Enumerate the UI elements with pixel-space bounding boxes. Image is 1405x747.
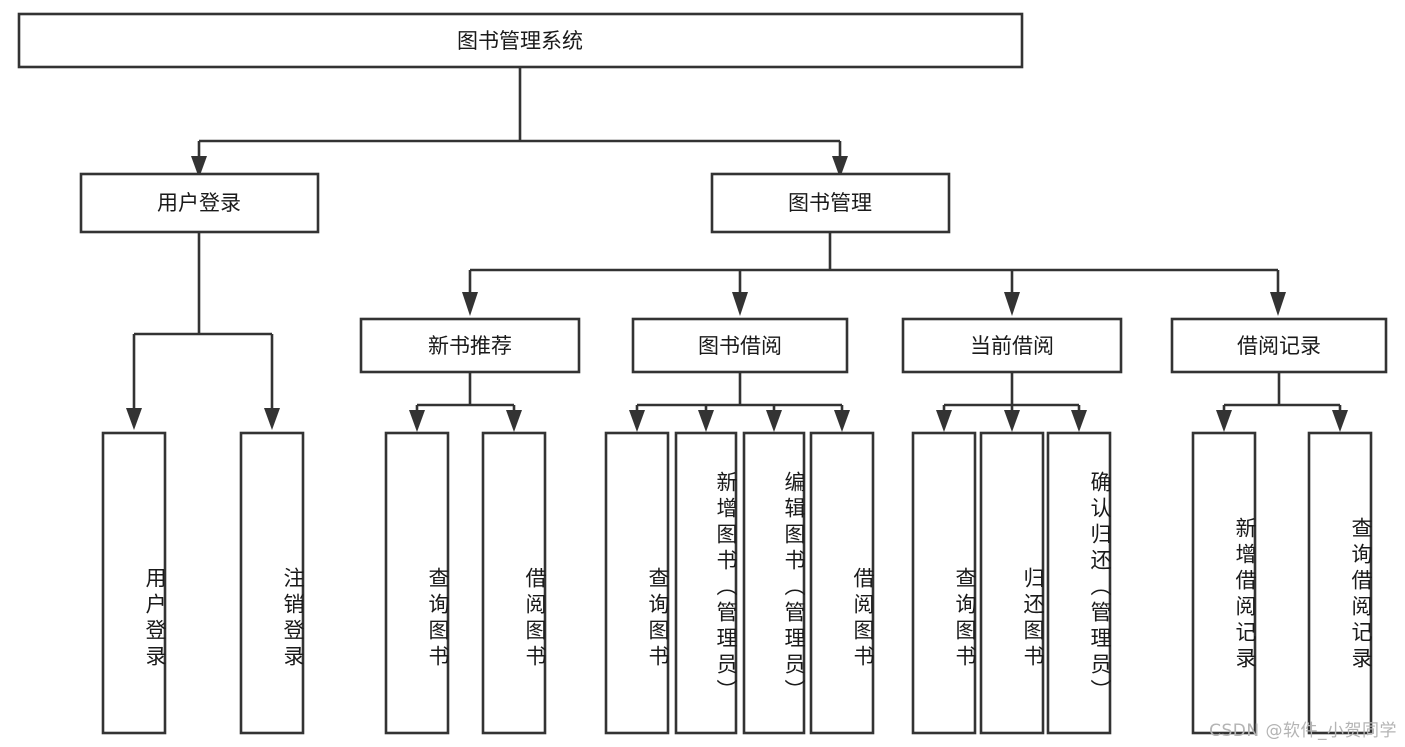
node-current-borrow[interactable]: 当前借阅 bbox=[901, 317, 1123, 374]
arrow-head-icon bbox=[1270, 292, 1286, 316]
level2-node-box[interactable] bbox=[901, 317, 1123, 374]
arrow-head-icon bbox=[409, 410, 425, 432]
arrow-head-icon bbox=[834, 410, 850, 432]
arrow-head-icon bbox=[126, 408, 142, 430]
node-user-login[interactable]: 用户登录 bbox=[79, 172, 320, 234]
csdn-watermark: CSDN @软件_小贺同学 bbox=[1209, 721, 1397, 741]
level2-node-label: 图书借阅 bbox=[698, 334, 782, 358]
arrow-head-icon bbox=[936, 410, 952, 432]
node-new-book-recommend[interactable]: 新书推荐 bbox=[359, 317, 581, 374]
node-borrow-record[interactable]: 借阅记录 bbox=[1170, 317, 1388, 374]
level2-node-label: 当前借阅 bbox=[970, 334, 1054, 358]
level2-node-label: 新书推荐 bbox=[428, 334, 512, 358]
arrow-head-icon bbox=[832, 156, 848, 178]
arrow-head-icon bbox=[732, 292, 748, 316]
level1-node-box[interactable] bbox=[710, 172, 951, 234]
connector-new-book-recommend-to-leaves bbox=[409, 372, 522, 432]
node-book-borrow[interactable]: 图书借阅 bbox=[631, 317, 849, 374]
arrow-head-icon bbox=[1332, 410, 1348, 432]
arrow-head-icon bbox=[629, 410, 645, 432]
arrow-head-icon bbox=[264, 408, 280, 430]
level2-node-label: 借阅记录 bbox=[1237, 334, 1321, 358]
root-node-label: 图书管理系统 bbox=[457, 29, 583, 53]
root-node-box[interactable] bbox=[17, 12, 1024, 69]
leaf-node-box-return-book[interactable] bbox=[979, 431, 1045, 735]
arrow-head-icon bbox=[462, 292, 478, 316]
level1-node-label: 用户登录 bbox=[157, 191, 241, 215]
leaf-node-box-edit-book[interactable] bbox=[742, 431, 806, 735]
level1-node-label: 图书管理 bbox=[788, 191, 872, 215]
arrow-head-icon bbox=[1216, 410, 1232, 432]
arrow-head-icon bbox=[1071, 410, 1087, 432]
leaf-node-box-borrow-book-1[interactable] bbox=[481, 431, 547, 735]
connector-root-to-level1 bbox=[191, 67, 848, 178]
arrow-head-icon bbox=[698, 410, 714, 432]
arrow-head-icon bbox=[1004, 410, 1020, 432]
arrow-head-icon bbox=[766, 410, 782, 432]
level2-node-box[interactable] bbox=[359, 317, 581, 374]
node-book-management[interactable]: 图书管理 bbox=[710, 172, 951, 234]
leaf-node-box-confirm-return[interactable] bbox=[1046, 431, 1112, 735]
connector-book-borrow-to-leaves bbox=[629, 372, 850, 432]
arrow-head-icon bbox=[191, 156, 207, 178]
leaf-node-box-user-login[interactable] bbox=[101, 431, 167, 735]
leaf-node-box-query-book-3[interactable] bbox=[911, 431, 977, 735]
leaf-node-box-query-book-1[interactable] bbox=[384, 431, 450, 735]
node-root-book-management-system[interactable]: 图书管理系统 bbox=[17, 12, 1024, 69]
leaf-node-box-add-record[interactable] bbox=[1191, 431, 1257, 735]
connector-book-management-to-level2 bbox=[462, 232, 1286, 316]
leaf-node-box-query-record[interactable] bbox=[1307, 431, 1373, 735]
arrow-head-icon bbox=[506, 410, 522, 432]
connector-current-borrow-to-leaves bbox=[936, 372, 1087, 432]
leaf-node-box-add-book[interactable] bbox=[674, 431, 738, 735]
level1-node-box[interactable] bbox=[79, 172, 320, 234]
level2-node-box[interactable] bbox=[1170, 317, 1388, 374]
leaf-node-box-query-book-2[interactable] bbox=[604, 431, 670, 735]
connector-user-login-to-leaves bbox=[126, 232, 280, 430]
connector-borrow-record-to-leaves bbox=[1216, 372, 1348, 432]
leaf-node-box-borrow-book-2[interactable] bbox=[809, 431, 875, 735]
leaf-node-box-logout[interactable] bbox=[239, 431, 305, 735]
level2-node-box[interactable] bbox=[631, 317, 849, 374]
arrow-head-icon bbox=[1004, 292, 1020, 316]
